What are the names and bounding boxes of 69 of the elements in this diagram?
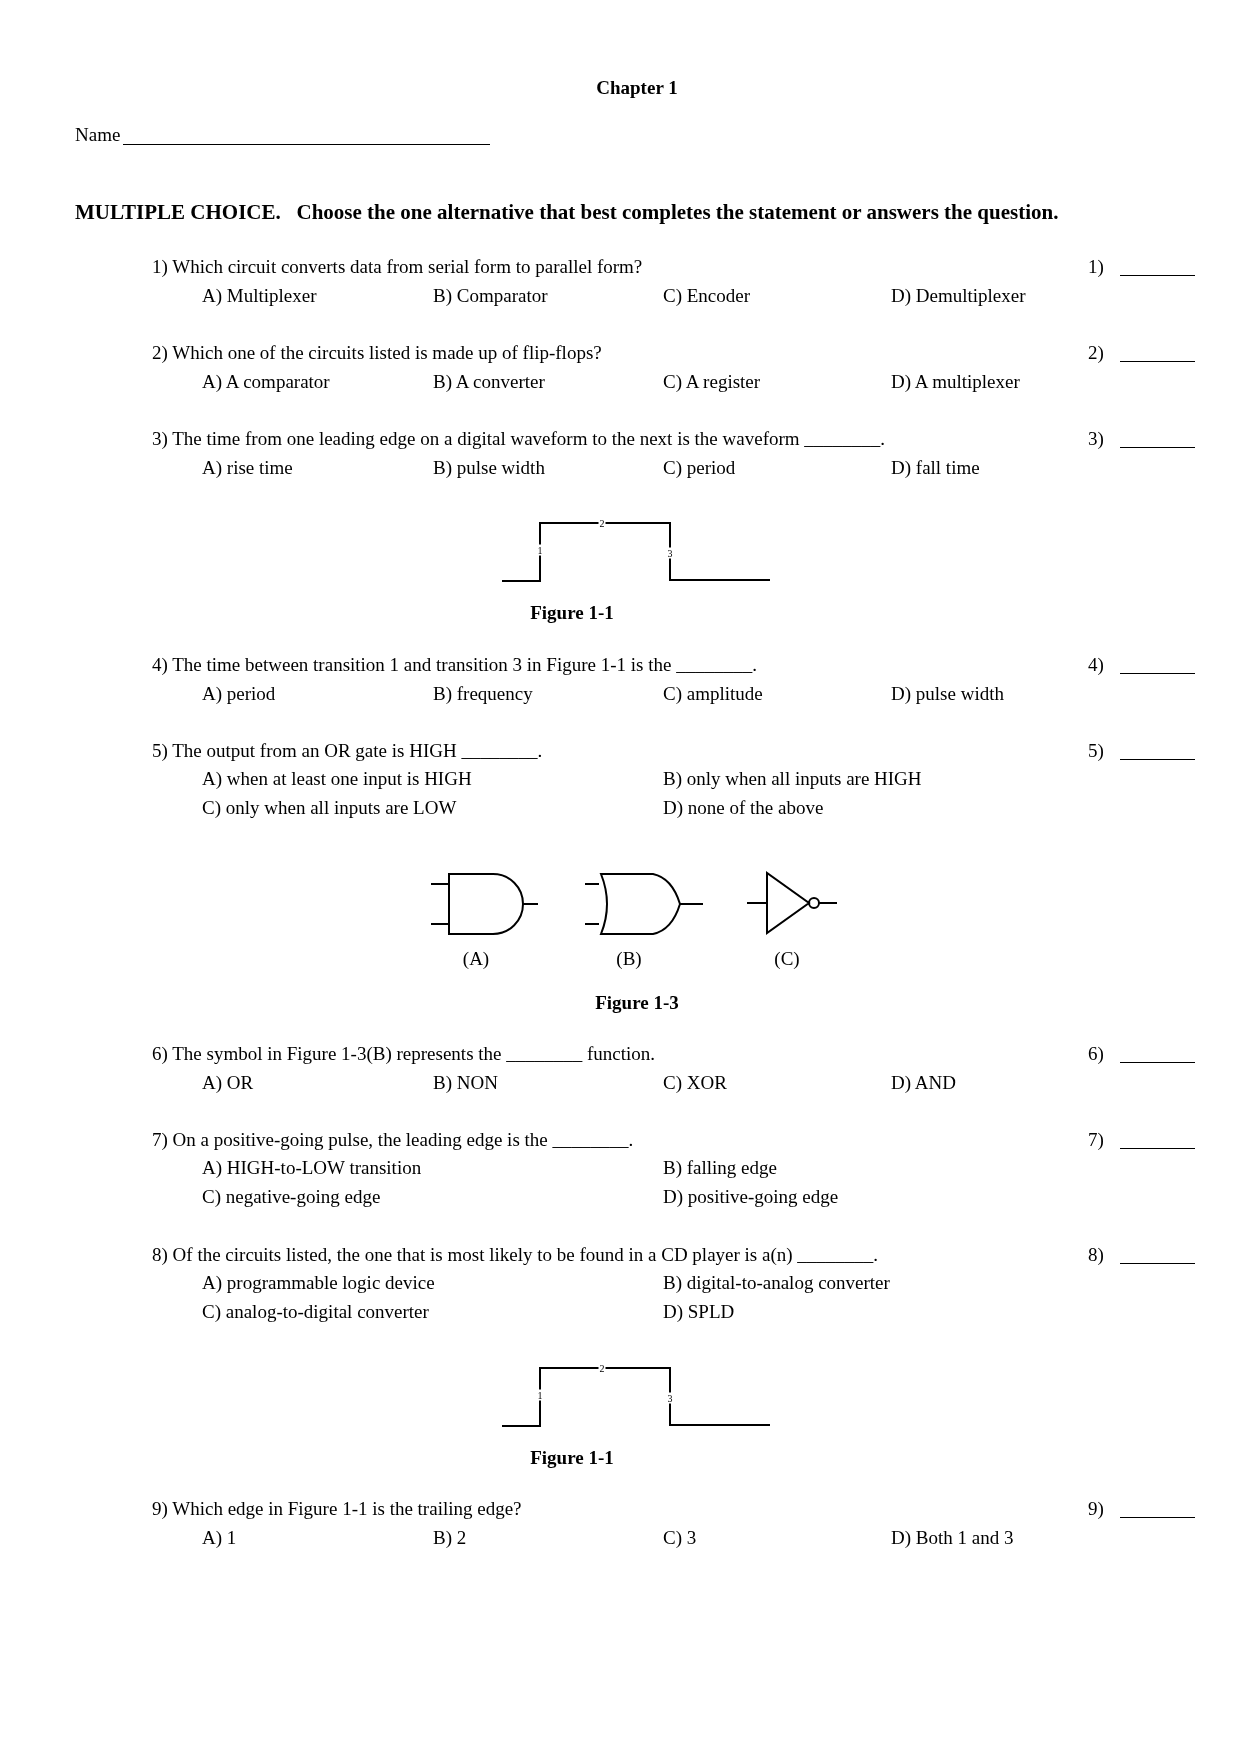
- answer-option: C) amplitude: [663, 683, 763, 705]
- answer-option: A) 1: [202, 1527, 237, 1549]
- answer-option: D) pulse width: [891, 683, 1004, 705]
- question-text: 7) On a positive-going pulse, the leading edge is the ________.: [152, 1129, 634, 1151]
- answer-number: 5): [1088, 740, 1104, 762]
- question-text: 1) Which circuit converts data from serial form to parallel form?: [152, 256, 643, 278]
- answer-option: A) when at least one input is HIGH: [202, 768, 472, 790]
- answer-option: B) NON: [433, 1072, 498, 1094]
- answer-option: C) Encoder: [663, 285, 751, 307]
- question-text: 9) Which edge in Figure 1-1 is the trailing edge?: [152, 1498, 522, 1520]
- transition-number: 3: [666, 1392, 674, 1404]
- answer-option: A) rise time: [202, 457, 293, 479]
- question-text: 4) The time between transition 1 and transition 3 in Figure 1-1 is the ________.: [152, 654, 757, 676]
- transition-number: 3: [666, 547, 674, 559]
- answer-option: B) digital-to-analog converter: [663, 1272, 890, 1294]
- answer-option: D) none of the above: [663, 797, 824, 819]
- figure-caption: Figure 1-3: [595, 992, 679, 1014]
- answer-option: C) 3: [663, 1527, 697, 1549]
- answer-option: D) Both 1 and 3: [891, 1527, 1014, 1549]
- answer-option: D) AND: [891, 1072, 956, 1094]
- name-label: Name: [75, 124, 121, 146]
- transition-number: 1: [536, 1389, 544, 1401]
- question-text: 8) Of the circuits listed, the one that is most likely to be found in a CD player is a(n) ________.: [152, 1244, 879, 1266]
- answer-option: D) SPLD: [663, 1301, 735, 1323]
- answer-option: B) Comparator: [433, 285, 548, 307]
- answer-option: B) 2: [433, 1527, 467, 1549]
- section-heading: MULTIPLE CHOICE. Choose the one alternative that best completes the statement or answers the question.: [75, 199, 1060, 226]
- answer-option: A) Multiplexer: [202, 285, 317, 307]
- answer-option: C) period: [663, 457, 736, 479]
- gate-label: (C): [774, 948, 800, 970]
- answer-option: D) fall time: [891, 457, 980, 479]
- answer-option: A) A comparator: [202, 371, 330, 393]
- answer-option: D) positive-going edge: [663, 1186, 839, 1208]
- answer-option: C) analog-to-digital converter: [202, 1301, 429, 1323]
- answer-option: C) XOR: [663, 1072, 727, 1094]
- answer-number: 4): [1088, 654, 1104, 676]
- answer-option: D) Demultiplexer: [891, 285, 1026, 307]
- answer-number: 3): [1088, 428, 1104, 450]
- answer-number: 6): [1088, 1043, 1104, 1065]
- answer-number: 8): [1088, 1244, 1104, 1266]
- answer-number: 9): [1088, 1498, 1104, 1520]
- gate-label: (B): [616, 948, 642, 970]
- question-text: 6) The symbol in Figure 1-3(B) represents the ________ function.: [152, 1043, 656, 1065]
- answer-option: A) HIGH-to-LOW transition: [202, 1157, 422, 1179]
- answer-number: 7): [1088, 1129, 1104, 1151]
- page-title: Chapter 1: [596, 77, 678, 99]
- answer-option: C) A register: [663, 371, 761, 393]
- transition-number: 2: [598, 517, 606, 529]
- answer-option: A) programmable logic device: [202, 1272, 435, 1294]
- answer-option: A) OR: [202, 1072, 254, 1094]
- answer-option: A) period: [202, 683, 276, 705]
- transition-number: 2: [598, 1362, 606, 1374]
- gate-label: (A): [462, 948, 490, 970]
- figure-caption: Figure 1-1: [530, 602, 614, 624]
- answer-option: D) A multiplexer: [891, 371, 1020, 393]
- answer-option: B) only when all inputs are HIGH: [663, 768, 922, 790]
- transition-number: 1: [536, 544, 544, 556]
- question-text: 3) The time from one leading edge on a digital waveform to the next is the waveform ________.: [152, 428, 886, 450]
- answer-option: B) pulse width: [433, 457, 545, 479]
- question-text: 2) Which one of the circuits listed is made up of flip-flops?: [152, 342, 602, 364]
- figure-caption: Figure 1-1: [530, 1447, 614, 1469]
- answer-option: B) frequency: [433, 683, 533, 705]
- answer-option: C) negative-going edge: [202, 1186, 381, 1208]
- answer-option: B) falling edge: [663, 1157, 777, 1179]
- question-text: 5) The output from an OR gate is HIGH ________.: [152, 740, 543, 762]
- answer-number: 1): [1088, 256, 1104, 278]
- answer-option: C) only when all inputs are LOW: [202, 797, 457, 819]
- answer-number: 2): [1088, 342, 1104, 364]
- answer-option: B) A converter: [433, 371, 545, 393]
